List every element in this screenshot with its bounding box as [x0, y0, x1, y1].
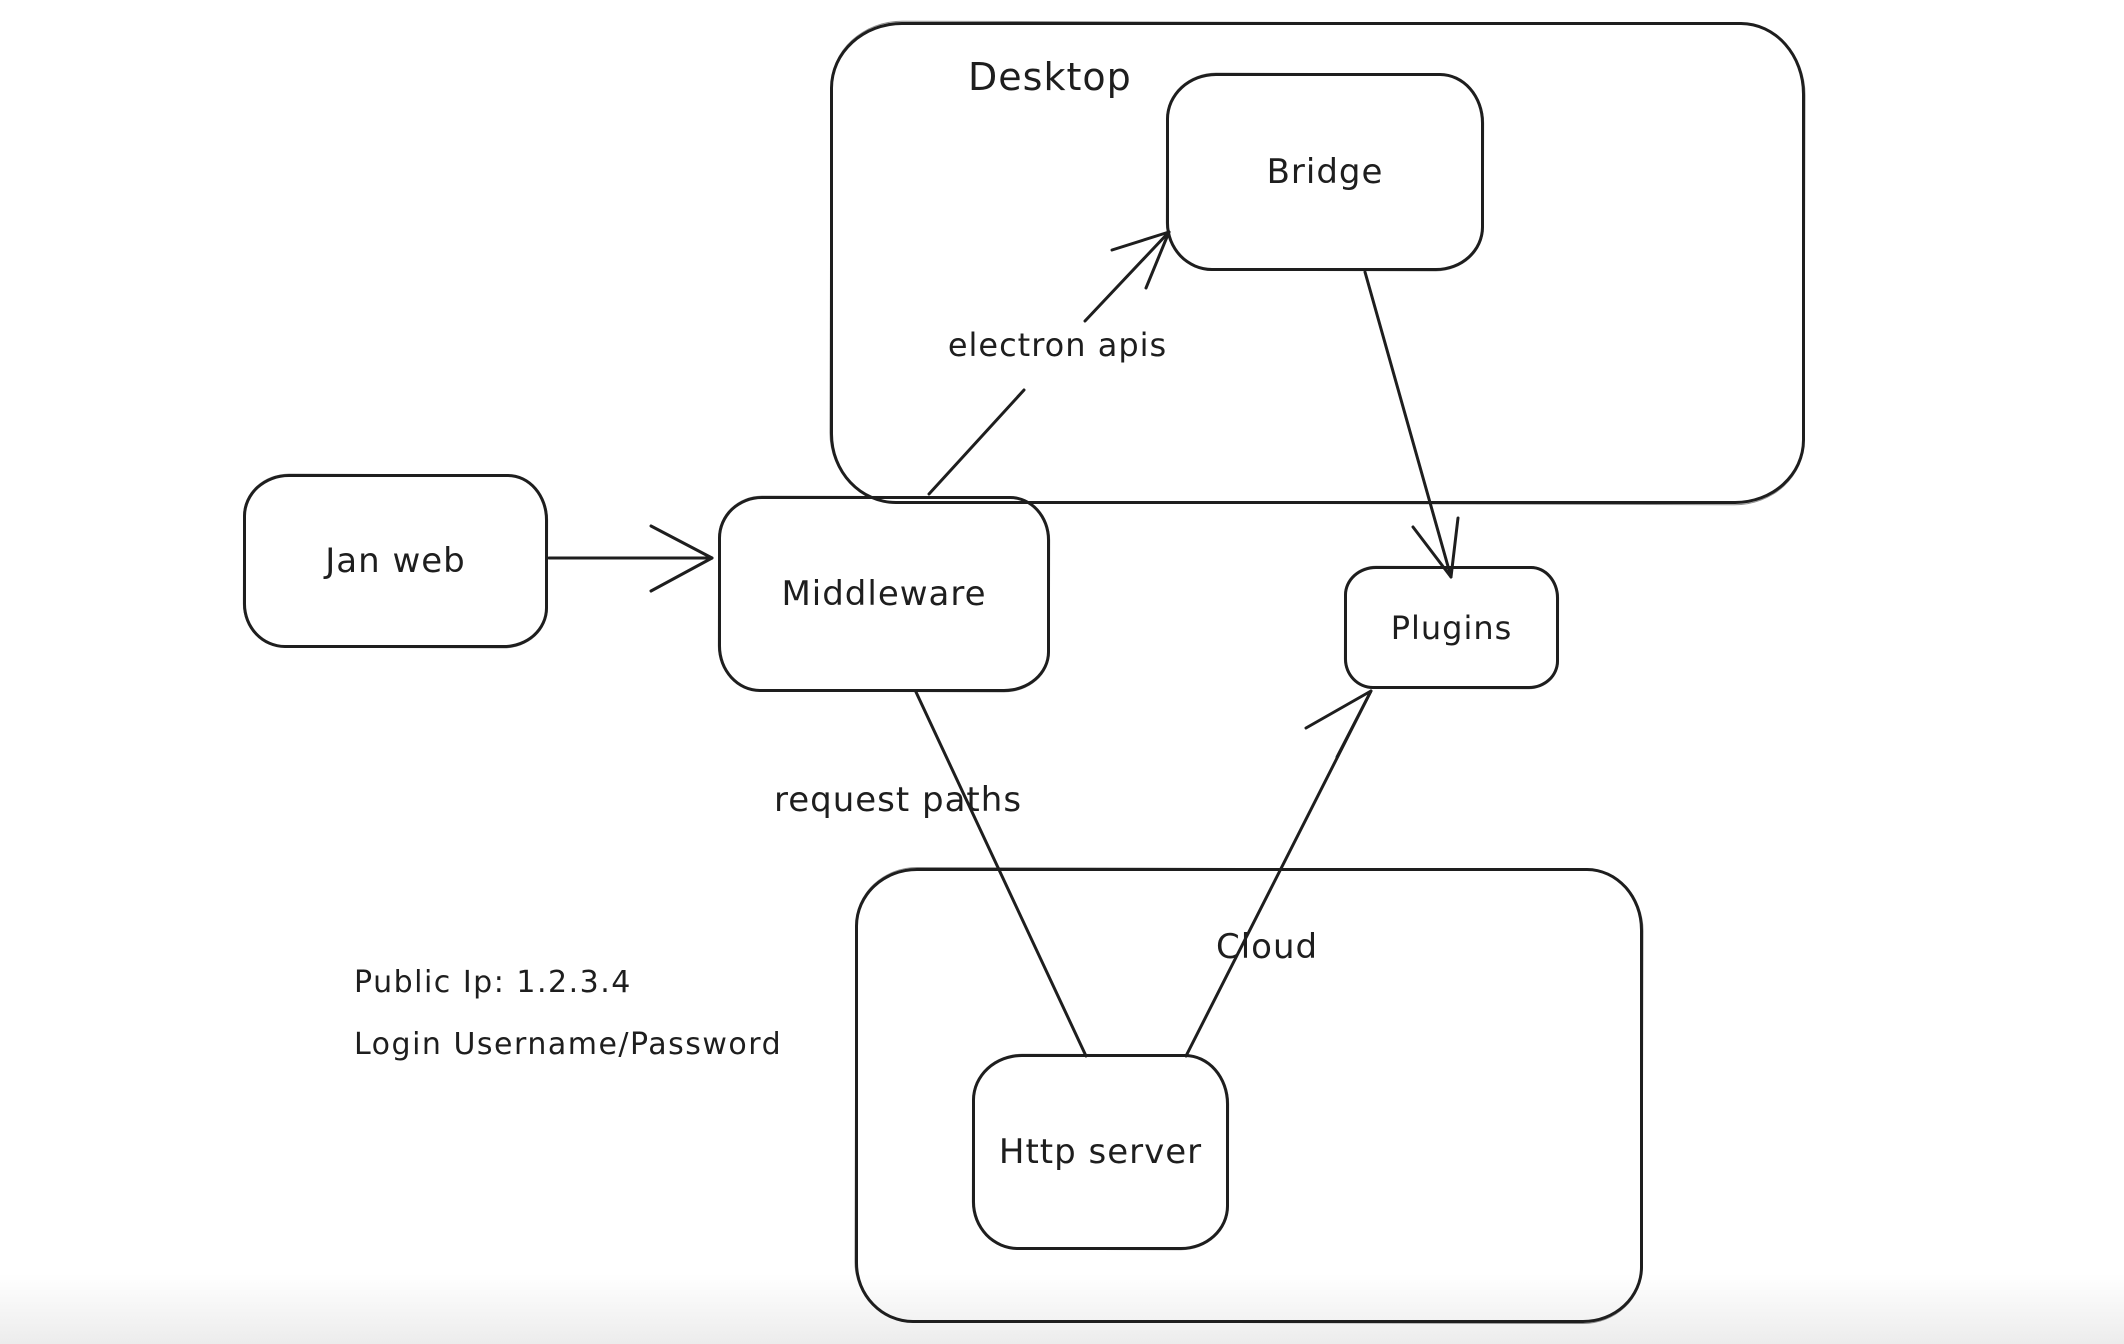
- edge-http-server-to-plugins[interactable]: [1184, 689, 1373, 1058]
- edge-label-electron-apis[interactable]: electron apis: [947, 326, 1168, 364]
- middleware-node[interactable]: Middleware: [718, 496, 1050, 692]
- edge-middleware-to-bridge[interactable]: [927, 230, 1171, 496]
- plugins-label: Plugins: [1390, 608, 1513, 647]
- middleware-label: Middleware: [781, 574, 987, 614]
- edge-label-request-paths[interactable]: request paths: [773, 780, 1023, 820]
- jan-web-label: Jan web: [325, 541, 466, 581]
- plugins-node[interactable]: Plugins: [1344, 566, 1559, 689]
- edge-bridge-to-plugins[interactable]: [1363, 270, 1460, 579]
- annotation-credentials[interactable]: Public Ip: 1.2.3.4 Login Username/Passwo…: [354, 952, 782, 1076]
- annotation-login: Login Username/Password: [354, 1027, 783, 1062]
- edge-middleware-to-http-server[interactable]: [914, 690, 1088, 1058]
- annotation-public-ip: Public Ip: 1.2.3.4: [354, 965, 632, 1000]
- cloud-container-label: Cloud: [1216, 927, 1319, 967]
- edge-jan-web-to-middleware[interactable]: [547, 524, 714, 593]
- desktop-container-label: Desktop: [968, 55, 1132, 99]
- cloud-container[interactable]: Cloud: [855, 868, 1643, 1323]
- jan-web-node[interactable]: Jan web: [243, 474, 548, 648]
- desktop-container[interactable]: Desktop: [830, 22, 1805, 504]
